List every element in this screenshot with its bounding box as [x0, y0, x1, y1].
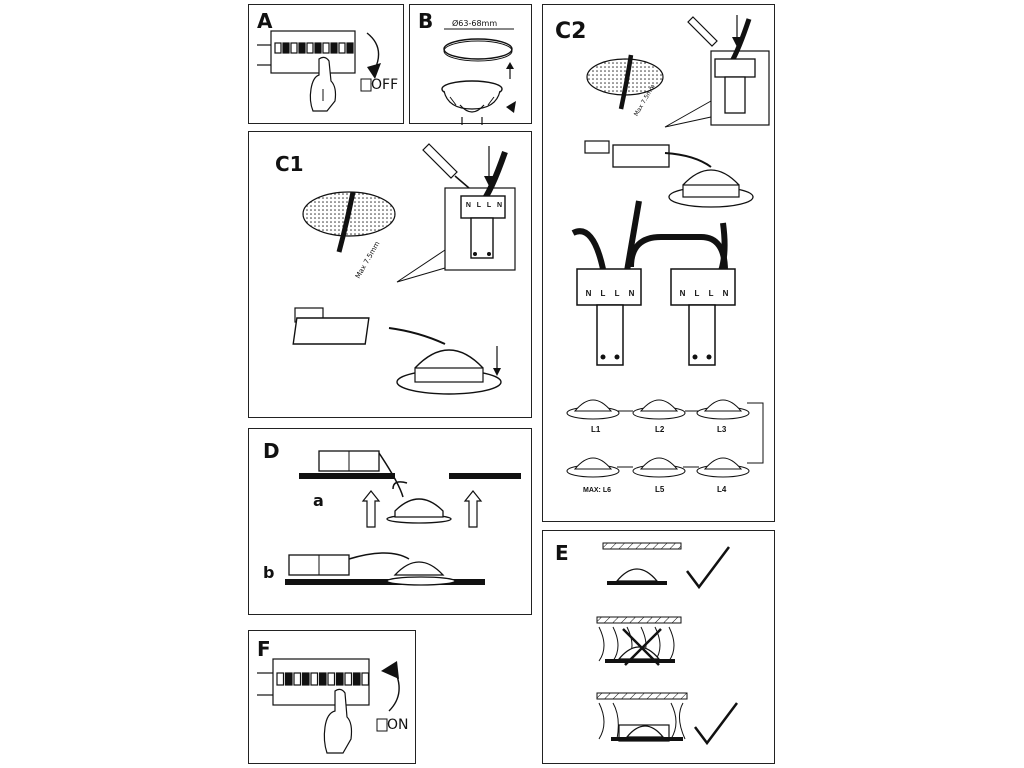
- light-label-l3: L3: [717, 425, 727, 434]
- breaker-switch: [306, 42, 314, 54]
- panel-f: F ON: [248, 630, 416, 764]
- panel-label-b: B: [418, 9, 434, 33]
- breaker-switch: [290, 42, 298, 54]
- panel-c2: C2: [542, 4, 775, 522]
- breaker-switch: [335, 672, 344, 686]
- panel-label-d: D: [263, 439, 280, 463]
- install-illustration: [285, 450, 521, 586]
- terminal-label: N: [628, 289, 635, 298]
- terminal-label: L: [708, 289, 714, 298]
- state-off-text: OFF: [371, 77, 399, 93]
- circuit-breaker: [257, 30, 356, 74]
- breaker-off-illustration: [257, 30, 381, 112]
- breaker-switch: [327, 672, 336, 686]
- breaker-switch: [346, 42, 354, 54]
- luminaire-body: [703, 457, 743, 470]
- panel-d: D a b: [248, 428, 532, 615]
- wiring-c2-illustration: [566, 15, 770, 478]
- luminaire-body: [573, 457, 613, 470]
- panel-label-c1: C1: [275, 152, 304, 176]
- step-label-b: b: [263, 563, 275, 582]
- terminal-label: L: [614, 289, 620, 298]
- screwdriver-icon: [687, 16, 718, 47]
- arrow-icon: [361, 490, 381, 528]
- panel-a: A OFF: [248, 4, 404, 124]
- panel-label-a: A: [257, 9, 273, 33]
- insulation-illustration: [596, 542, 738, 746]
- panel-label-f: F: [257, 637, 271, 661]
- breaker-switch: [310, 672, 319, 686]
- panel-b: B Ø63-68mm: [409, 4, 532, 125]
- breaker-switch: [301, 672, 310, 686]
- light-label-l5: L5: [655, 485, 665, 494]
- breaker-switch: [322, 42, 330, 54]
- terminal-label: N: [585, 289, 592, 298]
- cross-icon: [622, 628, 662, 666]
- terminal-block-left: [576, 268, 642, 366]
- terminal-row-right: N L L N: [675, 289, 733, 298]
- terminal-label: N: [497, 202, 503, 209]
- hand-icon: [323, 688, 353, 754]
- breaker-switch: [314, 42, 322, 54]
- terminal-label: L: [694, 289, 700, 298]
- breaker-switch: [318, 672, 327, 686]
- terminal-row-left: N L L N: [581, 289, 639, 298]
- step-label-a: a: [313, 491, 324, 510]
- breaker-switch: [284, 672, 293, 686]
- light-label-l1: L1: [591, 425, 601, 434]
- breaker-switch: [330, 42, 338, 54]
- arrow-icon: [463, 490, 483, 528]
- terminal-label: N: [722, 289, 729, 298]
- light-label-max: MAX: L6: [583, 487, 611, 494]
- terminal-label: L: [486, 202, 492, 209]
- panel-label-c2: C2: [555, 19, 587, 44]
- luminaire-body: [639, 399, 679, 412]
- breaker-switch: [338, 42, 346, 54]
- breaker-switch: [282, 42, 290, 54]
- cutout-size-label: Ø63-68mm: [452, 19, 498, 28]
- breaker-switch: [293, 672, 302, 686]
- circuit-breaker: [257, 658, 370, 706]
- breaker-switch: [274, 42, 282, 54]
- luminaire-body: [573, 399, 613, 412]
- terminal-label: L: [476, 202, 482, 209]
- panel-c1: C1: [248, 131, 532, 418]
- light-label-l4: L4: [717, 485, 727, 494]
- breaker-switch: [361, 672, 370, 686]
- screwdriver-icon: [422, 143, 470, 189]
- check-icon: [694, 702, 738, 746]
- luminaire-body: [703, 399, 743, 412]
- panel-e: E: [542, 530, 775, 764]
- terminal-label: L: [600, 289, 606, 298]
- cutout-illustration: [441, 28, 516, 125]
- panel-label-e: E: [555, 541, 569, 565]
- light-label-l2: L2: [655, 425, 665, 434]
- breaker-switch: [276, 672, 285, 686]
- breaker-switch: [344, 672, 353, 686]
- terminal-row-c1: N L L N: [463, 202, 505, 209]
- hand-icon: [309, 56, 337, 112]
- breaker-switch: [352, 672, 361, 686]
- terminal-block-right: [670, 268, 736, 366]
- terminal-label: N: [465, 202, 471, 209]
- breaker-on-illustration: [257, 658, 400, 754]
- wiring-c1-illustration: [292, 143, 516, 395]
- terminal-label: N: [679, 289, 686, 298]
- breaker-switch: [298, 42, 306, 54]
- state-on-text: ON: [387, 717, 409, 733]
- luminaire-body: [639, 457, 679, 470]
- check-icon: [686, 546, 730, 590]
- arrow-icon: [366, 32, 380, 70]
